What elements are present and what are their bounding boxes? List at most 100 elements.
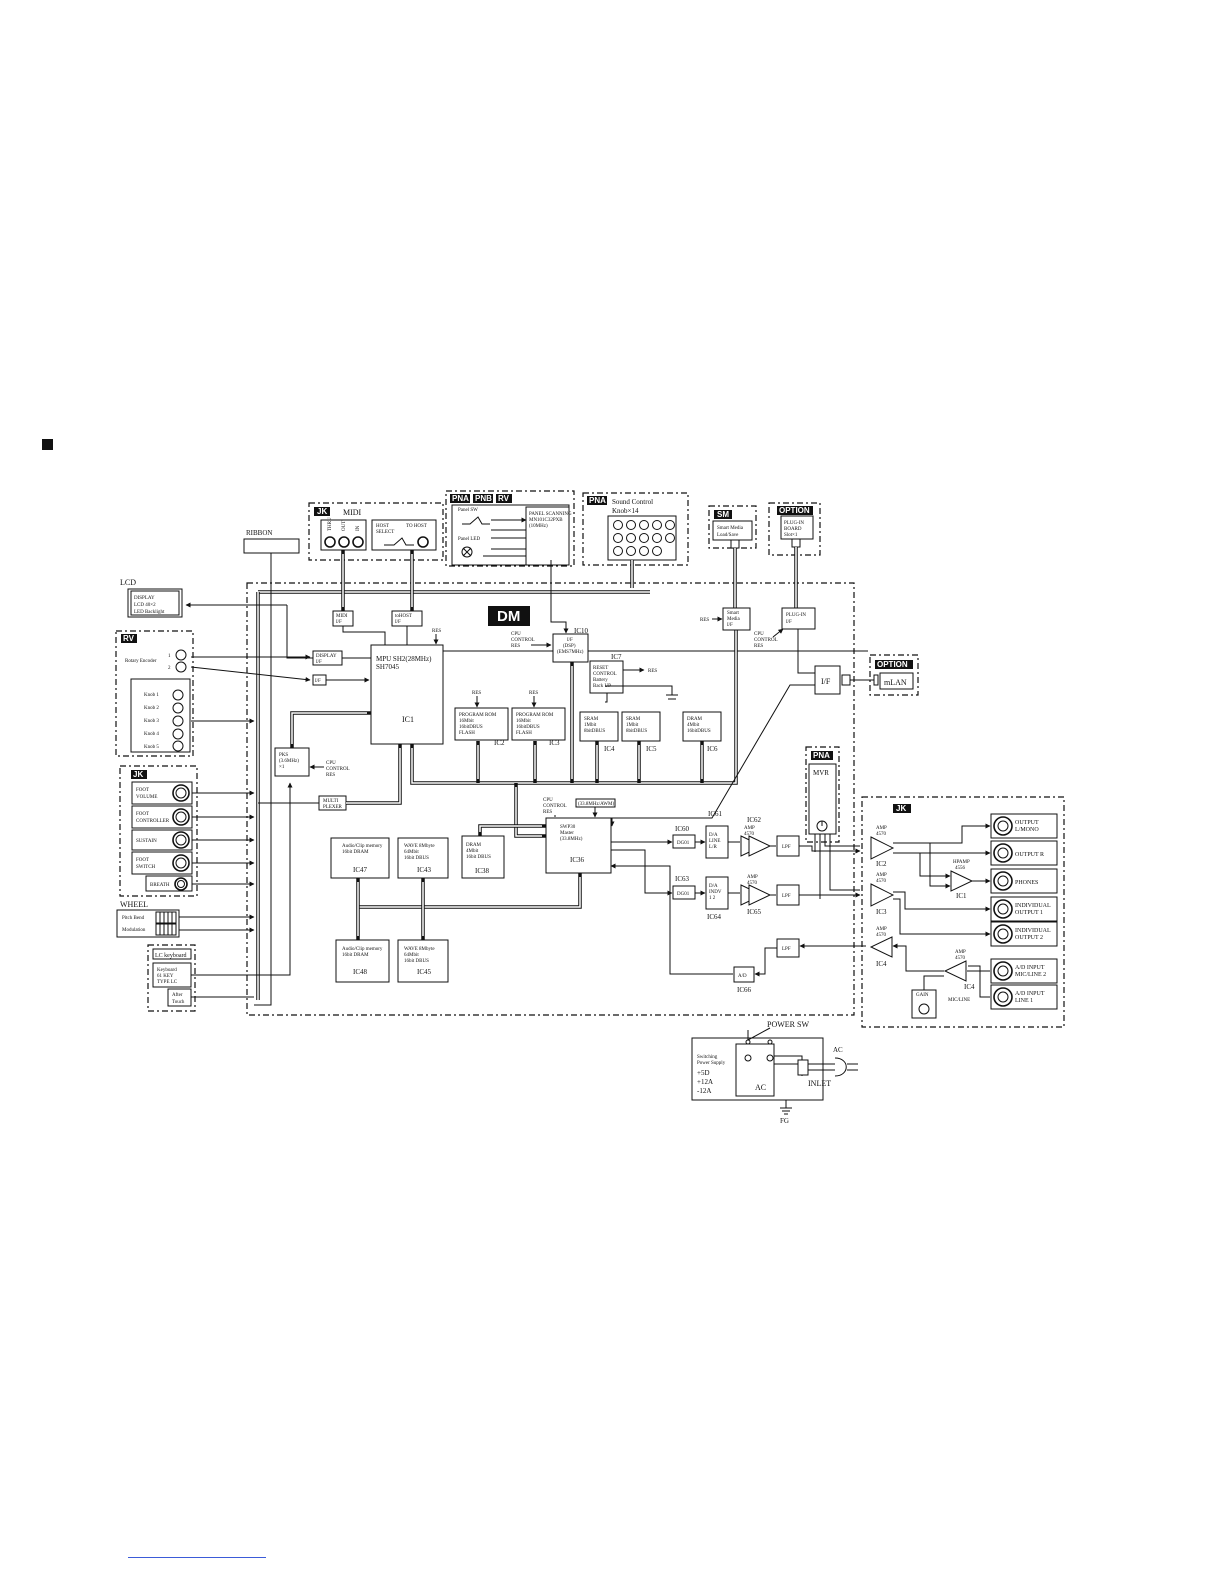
if-right-box bbox=[814, 665, 841, 695]
svg-text:SRAM: SRAM bbox=[626, 717, 641, 722]
program-rom-2-box bbox=[511, 707, 566, 741]
lcd-label: LCD bbox=[120, 578, 136, 587]
svg-text:toHOST: toHOST bbox=[395, 614, 412, 619]
pitch-bend-wheel-icon bbox=[155, 911, 177, 924]
inlet-label: INLET bbox=[808, 1079, 831, 1088]
svg-text:CONTROL: CONTROL bbox=[754, 638, 778, 643]
svg-text:HPAMP: HPAMP bbox=[953, 860, 970, 865]
ic64-label: IC64 bbox=[707, 913, 722, 921]
svg-text:61 KEY: 61 KEY bbox=[157, 974, 174, 979]
svg-text:MIC/LINE 2: MIC/LINE 2 bbox=[1015, 972, 1046, 978]
sustain-jack: SUSTAIN bbox=[131, 829, 193, 851]
svg-text:DISPLAY: DISPLAY bbox=[316, 654, 337, 659]
knob-panel bbox=[130, 678, 191, 753]
svg-text:1 2: 1 2 bbox=[709, 896, 716, 901]
tag-pna-sound: PNA bbox=[587, 496, 607, 505]
svg-text:DG01: DG01 bbox=[677, 892, 690, 897]
svg-text:INDV: INDV bbox=[709, 890, 722, 895]
svg-text:PLEXER: PLEXER bbox=[323, 805, 343, 810]
svg-text:L/R: L/R bbox=[709, 845, 717, 850]
svg-text:INDIVIDUAL: INDIVIDUAL bbox=[1015, 903, 1051, 909]
svg-text:64Mbit: 64Mbit bbox=[404, 850, 419, 855]
midi-title: MIDI bbox=[343, 508, 362, 517]
ic36-label: IC36 bbox=[570, 856, 585, 864]
svg-text:16bitDBUS: 16bitDBUS bbox=[687, 729, 711, 734]
ic3-label: IC3 bbox=[549, 739, 560, 747]
svg-text:CONTROLLER: CONTROLLER bbox=[136, 819, 170, 824]
ad-box bbox=[733, 966, 755, 983]
svg-text:I/F: I/F bbox=[786, 620, 792, 625]
program-rom-1-box bbox=[454, 707, 509, 741]
svg-text:CPU: CPU bbox=[511, 632, 521, 637]
svg-text:JK: JK bbox=[133, 770, 143, 779]
svg-text:INDIVIDUAL: INDIVIDUAL bbox=[1015, 928, 1051, 934]
lc-keyboard-title-box bbox=[152, 948, 192, 960]
svg-text:OUTPUT 1: OUTPUT 1 bbox=[1015, 910, 1043, 916]
svg-text:SWITCH: SWITCH bbox=[136, 865, 156, 870]
tag-pna-mvr: PNA bbox=[811, 751, 833, 760]
tag-pnb: PNB bbox=[473, 494, 493, 503]
svg-text:FOOT: FOOT bbox=[136, 788, 149, 793]
ic3-right-label: IC3 bbox=[876, 908, 887, 916]
cpu-data-bus bbox=[410, 620, 738, 785]
amp-ic3-icon bbox=[870, 883, 895, 907]
svg-text:Media: Media bbox=[727, 617, 741, 622]
power-sw-label: POWER SW bbox=[767, 1020, 809, 1029]
svg-text:SELECT: SELECT bbox=[376, 530, 394, 535]
svg-text:+12A: +12A bbox=[697, 1078, 713, 1086]
ic1-right-label: IC1 bbox=[956, 892, 967, 900]
svg-text:CONTROL: CONTROL bbox=[326, 767, 350, 772]
rotary-knob-2-icon bbox=[175, 661, 187, 673]
svg-text:RES: RES bbox=[511, 644, 520, 649]
svg-text:LPF: LPF bbox=[782, 894, 791, 899]
svg-text:-12A: -12A bbox=[697, 1087, 711, 1095]
svg-text:×1: ×1 bbox=[279, 765, 285, 770]
mlan-box bbox=[879, 672, 914, 690]
svg-text:A/D: A/D bbox=[738, 974, 747, 979]
plugin-if-box bbox=[781, 607, 816, 630]
svg-text:Knob 2: Knob 2 bbox=[144, 706, 159, 711]
panel-switch-icon bbox=[462, 516, 490, 525]
ic2-label: IC2 bbox=[494, 739, 505, 747]
svg-text:Power Supply: Power Supply bbox=[697, 1061, 726, 1066]
pitch-bend-label: Pitch Bend bbox=[122, 916, 145, 921]
knob-5-icon bbox=[172, 740, 184, 752]
midi-thru-icon bbox=[324, 536, 336, 548]
lcd-display-inner bbox=[130, 590, 180, 616]
svg-text:MN101C32PXB: MN101C32PXB bbox=[529, 518, 563, 523]
svg-text:Touch: Touch bbox=[172, 1000, 185, 1005]
svg-text:WAVE 8Mbyte: WAVE 8Mbyte bbox=[404, 844, 435, 849]
amp-ic4a-icon bbox=[869, 936, 893, 958]
svg-text:Audio/Clip memory: Audio/Clip memory bbox=[342, 947, 383, 952]
lcd-display-text-2: LCD 40×2 bbox=[134, 603, 156, 608]
svg-text:PROGRAM ROM: PROGRAM ROM bbox=[516, 713, 554, 718]
ic61-label: IC61 bbox=[708, 810, 723, 818]
ic66-label: IC66 bbox=[737, 986, 752, 994]
mpu-chip: SH7045 bbox=[376, 663, 399, 671]
knob-list: Knob 1 Knob 2 Knob 3 Knob 4 Knob 5 bbox=[144, 689, 184, 752]
svg-text:(33.8MHz): (33.8MHz) bbox=[560, 837, 583, 842]
svg-text:FOOT: FOOT bbox=[136, 812, 149, 817]
svg-text:Audio/Clip memory: Audio/Clip memory bbox=[342, 844, 383, 849]
smart-media-if-box bbox=[722, 607, 751, 631]
svg-text:THRU: THRU bbox=[328, 517, 333, 531]
wheel-label: WHEEL bbox=[120, 900, 148, 909]
pna-sound-board-outline bbox=[582, 492, 689, 566]
svg-text:4556: 4556 bbox=[955, 866, 966, 871]
svg-text:AMP: AMP bbox=[955, 950, 966, 955]
ic6-label: IC6 bbox=[707, 745, 718, 753]
phones-jack: PHONES bbox=[990, 868, 1058, 894]
svg-text:64Mbit: 64Mbit bbox=[404, 953, 419, 958]
svg-text:RES: RES bbox=[648, 669, 657, 674]
pna-mvr-outline bbox=[805, 746, 840, 843]
svg-text:DG01: DG01 bbox=[677, 841, 690, 846]
svg-text:RES: RES bbox=[472, 691, 481, 696]
footer-link-underline[interactable] bbox=[128, 1557, 266, 1558]
breath-jack: BREATH bbox=[145, 875, 193, 892]
ribbon-line bbox=[254, 553, 272, 1006]
if-ic10-box bbox=[552, 633, 589, 663]
svg-text:RES: RES bbox=[432, 629, 441, 634]
